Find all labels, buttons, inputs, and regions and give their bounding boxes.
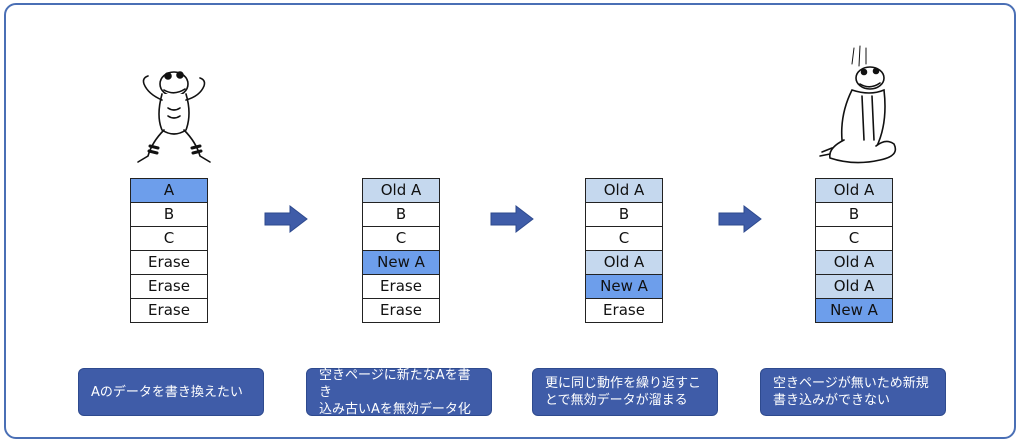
page-cell: B [130, 203, 208, 227]
page-cell: Old A [815, 251, 893, 275]
page-cell: New A [362, 251, 440, 275]
memory-stack-1: A B C Erase Erase Erase [130, 178, 208, 323]
page-cell: Old A [585, 251, 663, 275]
caption-box: 空きページに新たなAを書き 込み古いAを無効データ化 [306, 368, 492, 417]
page-cell: C [815, 227, 893, 251]
frog-fighting-pose-icon [137, 71, 211, 163]
page-cell: Old A [815, 275, 893, 299]
page-cell: New A [585, 275, 663, 299]
page-cell: C [585, 227, 663, 251]
page-cell: Erase [130, 251, 208, 275]
page-cell: Erase [585, 299, 663, 323]
page-cell: Erase [130, 299, 208, 323]
page-cell: C [362, 227, 440, 251]
page-cell: B [815, 203, 893, 227]
page-cell: New A [815, 299, 893, 323]
right-arrow-icon [490, 204, 534, 234]
page-cell: Old A [585, 179, 663, 203]
page-cell: A [130, 179, 208, 203]
page-cell: B [585, 203, 663, 227]
page-cell: Erase [130, 275, 208, 299]
page-cell: Erase [362, 299, 440, 323]
right-arrow-icon [264, 204, 308, 234]
memory-stack-3: Old A B C Old A New A Erase [585, 178, 663, 323]
caption-box: Aのデータを書き換えたい [78, 368, 264, 416]
memory-stack-4: Old A B C Old A Old A New A [815, 178, 893, 323]
page-cell: Old A [362, 179, 440, 203]
frog-sitting-defeated-icon [819, 45, 897, 164]
memory-stack-2: Old A B C New A Erase Erase [362, 178, 440, 323]
page-cell: Erase [362, 275, 440, 299]
page-cell: C [130, 227, 208, 251]
right-arrow-icon [718, 204, 762, 234]
page-cell: Old A [815, 179, 893, 203]
caption-box: 空きページが無いため新規 書き込みができない [760, 368, 946, 416]
caption-box: 更に同じ動作を繰り返すこ とで無効データが溜まる [532, 368, 718, 416]
page-cell: B [362, 203, 440, 227]
